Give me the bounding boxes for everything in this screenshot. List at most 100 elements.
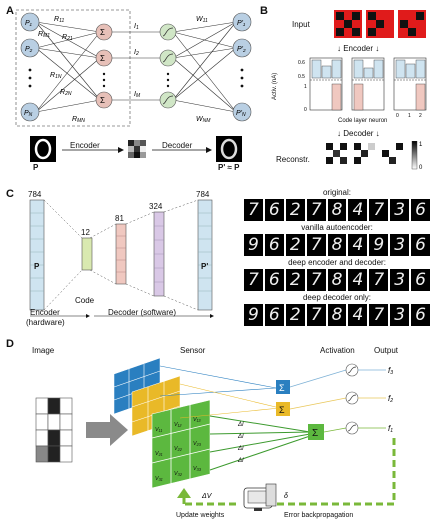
mnist-row-title: deep encoder and decoder: [288, 258, 386, 267]
mnist-digit: 6 [264, 304, 284, 326]
svg-text:ΔI: ΔI [237, 458, 244, 464]
svg-text:1: 1 [408, 113, 411, 118]
decoder-label: Decoder [162, 141, 193, 150]
mnist-digit: 2 [285, 269, 305, 291]
svg-text:δ: δ [284, 493, 288, 500]
weight-label: RMN [72, 116, 85, 124]
mnist-digit: 9 [244, 234, 263, 256]
mnist-digit: 2 [285, 234, 305, 256]
mnist-digit: 8 [327, 269, 347, 291]
svg-text:1: 1 [419, 142, 423, 148]
input-neuron [20, 38, 40, 58]
sensor-label: Sensor [180, 346, 206, 355]
panel-b-letter: B [260, 5, 268, 17]
svg-text:0: 0 [419, 165, 423, 171]
mnist-digit: 7 [244, 269, 263, 291]
svg-text:0.6: 0.6 [298, 60, 305, 66]
mnist-digit: 6 [264, 234, 284, 256]
svg-text:1: 1 [304, 84, 307, 90]
activation-node [159, 23, 177, 41]
output-f1: f1 [388, 424, 393, 434]
input-label: PN [24, 110, 33, 118]
output-f3: f3 [388, 366, 393, 376]
svg-text:V₃₃: V₃₃ [193, 466, 202, 472]
encoder-hw-sub: (hardware) [26, 318, 65, 327]
mnist-digit: 7 [244, 199, 263, 221]
layer-size-784-in: 784 [28, 190, 42, 199]
svg-text:ΔI: ΔI [237, 422, 244, 428]
current-label: I1 [134, 23, 139, 31]
panel-a-network: P₁ P₂ PN R11 RM1 R21 R1N R2N RMN Σ Σ Σ I… [15, 9, 252, 127]
weight-label: W11 [196, 16, 208, 24]
sum-node [95, 49, 113, 67]
mnist-digit: 6 [411, 234, 431, 256]
svg-text:V₃₂: V₃₂ [174, 471, 183, 477]
mnist-row-title: deep decoder only: [302, 293, 372, 302]
input-label: P₁ [25, 20, 33, 27]
mnist-digit: 6 [411, 304, 431, 326]
svg-text:Σ: Σ [312, 428, 318, 439]
sum-node [95, 23, 113, 41]
mnist-digit: 7 [306, 304, 326, 326]
mnist-row-title: vanilla autoencoder: [301, 223, 373, 232]
output-neuron [232, 38, 252, 58]
svg-text:Σ: Σ [100, 28, 105, 37]
mnist-digit: 6 [264, 269, 284, 291]
panel-a-letter: A [6, 5, 14, 17]
encoder-arrow-label: ↓ Encoder ↓ [337, 44, 380, 53]
input-neuron [20, 102, 40, 122]
weight-label: R2N [60, 89, 72, 97]
svg-text:Σ: Σ [100, 96, 105, 105]
mnist-digit: 8 [327, 234, 347, 256]
output-neuron [232, 102, 252, 122]
mnist-digit: 7 [306, 234, 326, 256]
panel-b-reconstructions: 1 0 [326, 141, 423, 171]
panel-c-letter: C [6, 188, 14, 200]
layer-size-784-out: 784 [196, 190, 210, 199]
layer-size-12: 12 [81, 228, 90, 237]
input-label: Input [292, 20, 310, 29]
svg-text:V₃₁: V₃₁ [155, 476, 163, 482]
sum-node-blue [276, 380, 290, 394]
decoder-arrow-label: ↓ Decoder ↓ [337, 129, 380, 138]
mnist-digit: 9 [244, 304, 263, 326]
panel-b-input-patterns [334, 10, 426, 38]
svg-text:V₁₂: V₁₂ [174, 422, 182, 428]
sum-node [95, 91, 113, 109]
svg-text:0: 0 [396, 113, 399, 118]
svg-text:V₁₃: V₁₃ [193, 417, 201, 423]
output-f2: f2 [388, 394, 393, 404]
mnist-digit: 3 [390, 234, 410, 256]
input-neuron [20, 12, 40, 32]
panel-d-letter: D [6, 338, 14, 350]
current-label: IM [134, 91, 141, 99]
svg-text:Σ: Σ [279, 405, 285, 415]
current-label: I2 [134, 49, 139, 57]
input-label: P₂ [25, 46, 33, 53]
mnist-digit: 3 [390, 304, 410, 326]
reconstr-label: Reconstr. [276, 155, 310, 164]
svg-text:V₂₂: V₂₂ [174, 446, 183, 452]
p-out-label: P' [201, 262, 209, 271]
mnist-digit: 2 [285, 199, 305, 221]
code-label: Code [75, 296, 95, 305]
panel-c-architecture [29, 199, 214, 318]
mnist-digit: 4 [348, 199, 368, 221]
output-label: P'₂ [237, 46, 246, 53]
encoder-hw-label: Encoder [30, 308, 60, 317]
panel-b-activation-bars: 0.6 0.5 1 0 0 1 2 [298, 57, 427, 118]
mnist-digit: 7 [369, 199, 389, 221]
panel-a-encoder-row [30, 136, 242, 162]
svg-text:V₂₃: V₂₃ [193, 441, 202, 447]
mnist-digit: 4 [348, 269, 368, 291]
output-label: P'N [236, 110, 246, 118]
mnist-digit: 6 [411, 199, 431, 221]
svg-text:ΔI: ΔI [237, 434, 244, 440]
svg-text:Σ: Σ [279, 383, 285, 393]
mnist-digit: 9 [369, 234, 389, 256]
